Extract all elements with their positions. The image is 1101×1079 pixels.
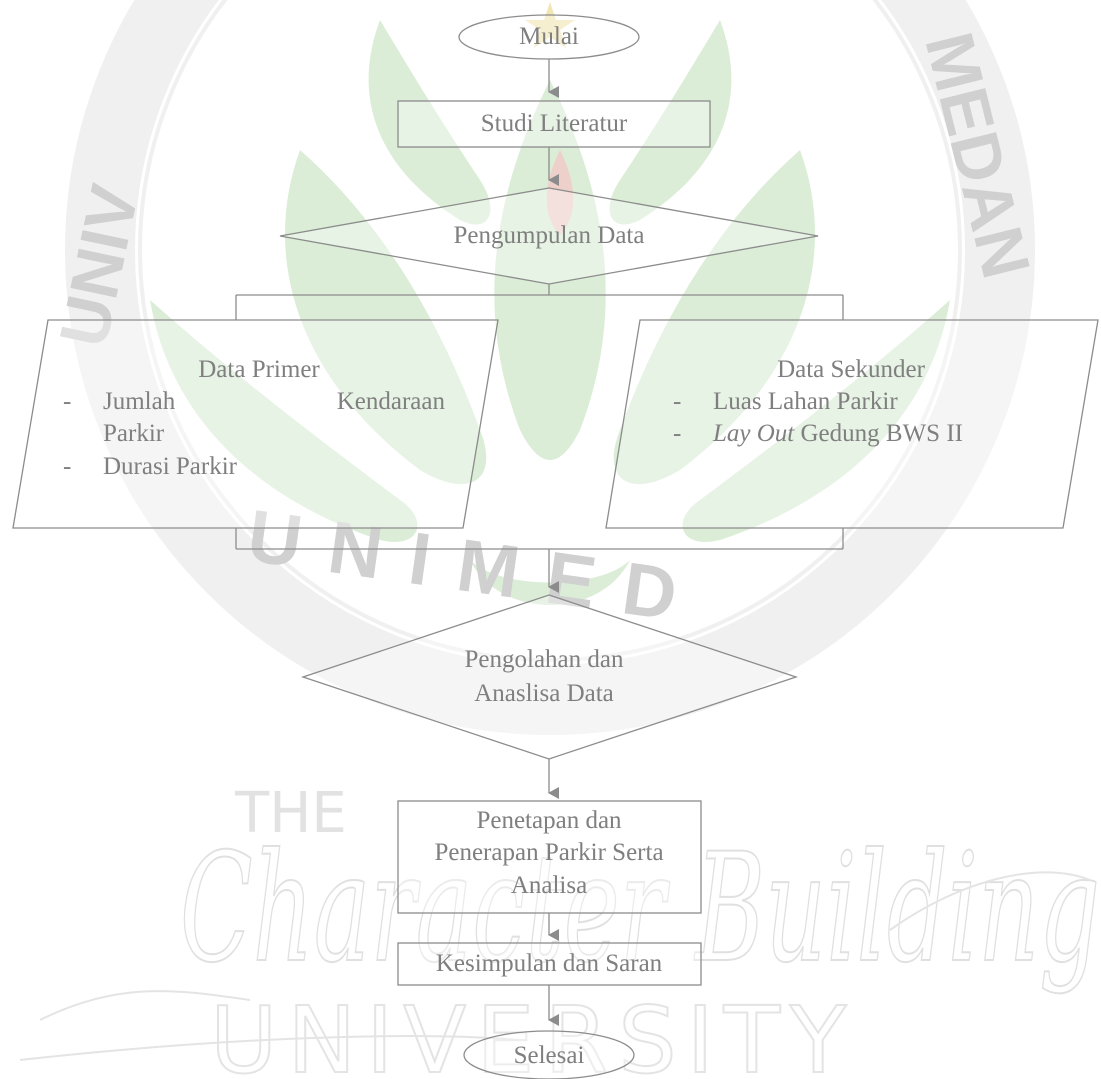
- primary-item-1-word2: Kendaraan: [336, 388, 445, 415]
- processing-label-line1: Pengolahan dan: [464, 646, 624, 673]
- primary-item-1-continuation: Parkir: [103, 420, 165, 447]
- end-label: Selesai: [513, 1042, 585, 1069]
- determination-label-line2: Penerapan Parkir Serta: [434, 839, 664, 866]
- conclusion-label: Kesimpulan dan Saran: [435, 950, 663, 977]
- watermark-swash: [19, 871, 1091, 1061]
- primary-data-title: Data Primer: [198, 356, 320, 383]
- lotus-emblem: [150, 20, 950, 605]
- primary-item-1-first: - Jumlah: [63, 387, 175, 417]
- primary-item-2-text: Durasi Parkir: [103, 453, 237, 480]
- secondary-item-2-rest: Gedung BWS II: [794, 420, 963, 447]
- primary-item-1-word1: Jumlah: [103, 388, 176, 415]
- determination-label-line3: Analisa: [510, 872, 588, 899]
- conclusion-process: [397, 942, 702, 986]
- watermark-university-text: UNIVERSITY: [210, 987, 856, 1079]
- processing-decision: [300, 594, 799, 760]
- primary-item-2: - Durasi Parkir: [63, 452, 237, 482]
- primary-data-io: [12, 319, 499, 529]
- collection-label: Pengumpulan Data: [453, 222, 645, 249]
- primary-item-1-dash: -: [63, 388, 72, 415]
- watermark-ring: [65, 0, 1035, 735]
- primary-item-2-dash: -: [63, 453, 72, 480]
- determination-label-line1: Penetapan dan: [476, 807, 622, 834]
- primary-item-1-line: - Jumlah Kendaraan: [63, 387, 445, 417]
- literature-label: Studi Literatur: [480, 110, 628, 137]
- flame-emblem: [546, 150, 574, 235]
- secondary-data-io: [605, 319, 1099, 529]
- star-emblem: [525, 2, 575, 48]
- secondary-item-2: - Lay Out Gedung BWS II: [673, 419, 963, 449]
- processing-label-line2: Anaslisa Data: [474, 680, 614, 707]
- secondary-item-2-dash: -: [673, 420, 682, 447]
- primary-item-1: - Jumlah Kendaraan: [63, 387, 445, 417]
- secondary-data-title: Data Sekunder: [777, 356, 925, 383]
- literature-process: [397, 100, 711, 148]
- end-terminator: [463, 1030, 635, 1079]
- determination-process: [397, 800, 702, 914]
- watermark-script-text: Character Building: [180, 822, 1100, 996]
- secondary-item-1-text: Luas Lahan Parkir: [713, 388, 898, 415]
- start-label: Mulai: [519, 23, 579, 50]
- secondary-item-1: - Luas Lahan Parkir: [673, 387, 898, 417]
- watermark-the-text: THE: [234, 781, 347, 846]
- secondary-item-1-dash: -: [673, 388, 682, 415]
- watermark-ring-inner: [138, 0, 962, 662]
- secondary-item-2-italic: Lay Out: [713, 420, 795, 447]
